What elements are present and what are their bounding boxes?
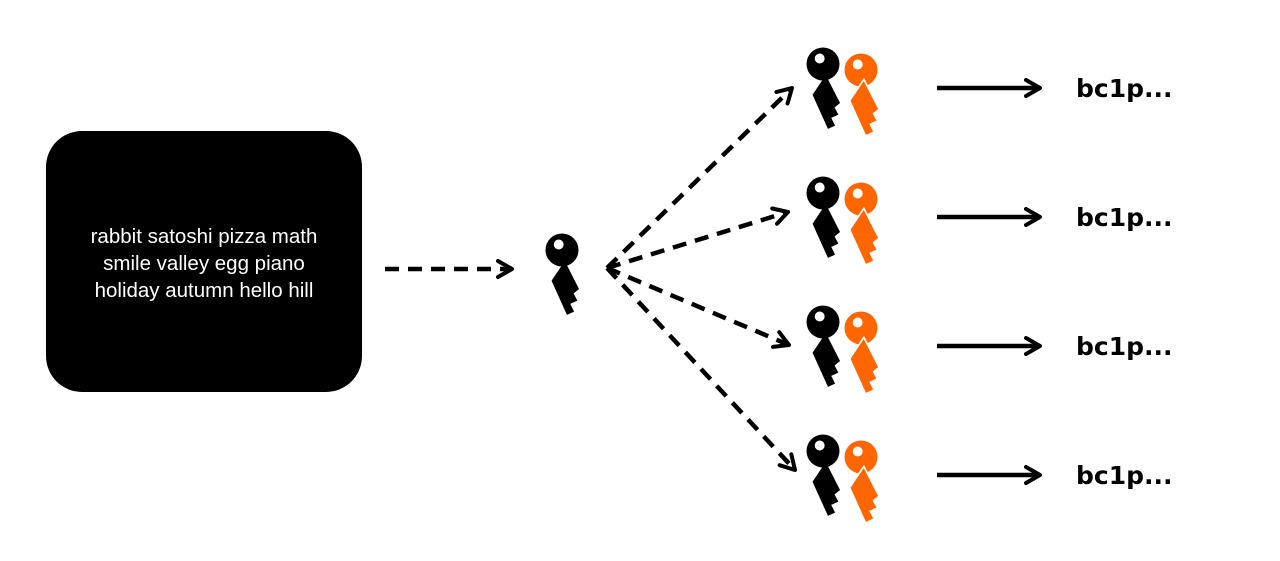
seed-line: holiday autumn hello hill: [95, 279, 314, 302]
seed-box-bg: [46, 131, 362, 392]
master-key-icon: [545, 233, 580, 315]
address-label: bc1p...: [1076, 74, 1173, 103]
child-key-pair-icon: [806, 305, 880, 395]
seed-line: rabbit satoshi pizza math: [91, 225, 318, 248]
address-label: bc1p...: [1076, 461, 1173, 490]
address-label: bc1p...: [1076, 332, 1173, 361]
master-to-child-arrow: [606, 265, 791, 349]
child-key-pair-icon: [806, 176, 880, 266]
seed-line: smile valley egg piano: [103, 252, 305, 275]
address-label: bc1p...: [1076, 203, 1173, 232]
seed-phrase-box: rabbit satoshi pizza math smile valley e…: [46, 131, 362, 392]
master-to-child-arrow: [605, 86, 794, 270]
master-to-child-arrow: [606, 206, 790, 271]
master-to-child-arrow: [605, 266, 797, 472]
child-key-pair-icon: [806, 434, 880, 524]
child-key-pair-icon: [806, 47, 880, 137]
